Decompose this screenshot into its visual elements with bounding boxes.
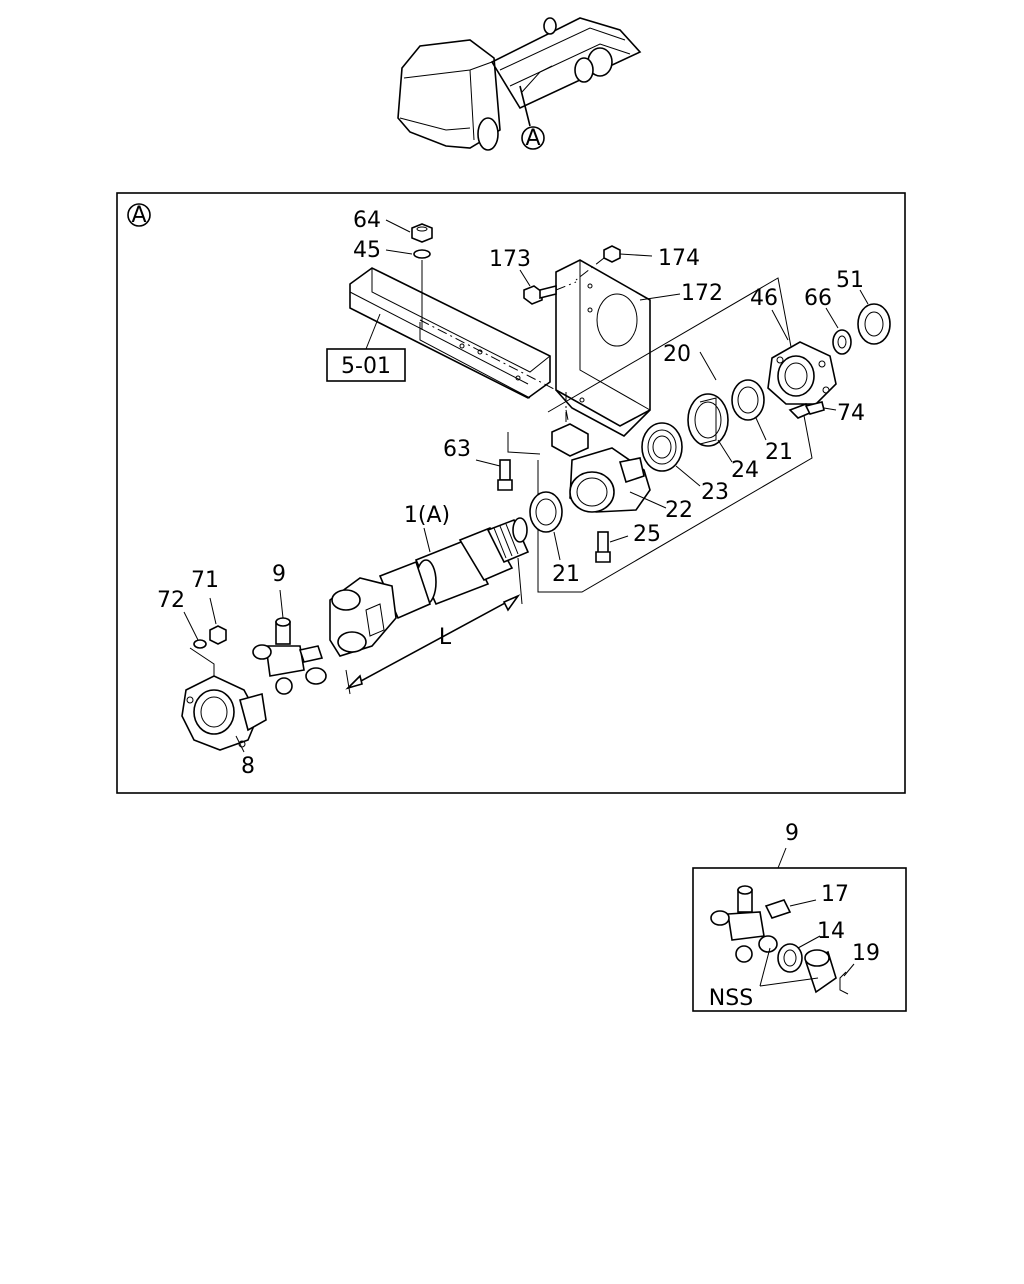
inset-callout-19: 19	[852, 941, 880, 966]
callout-label-25: 25	[633, 522, 661, 547]
callout-label-9: 9	[272, 562, 286, 587]
frame-rail-illustration	[349, 267, 551, 399]
callout-label-1A: 1(A)	[404, 503, 450, 528]
inset-universal-joint-cross	[710, 885, 778, 963]
washer-part-72	[193, 639, 207, 649]
nut-part-174	[603, 245, 621, 263]
dimension-L-indicator	[345, 557, 523, 695]
callout-label-46: 46	[750, 286, 778, 311]
center-bearing-housing-22	[551, 423, 651, 513]
callout-label-74: 74	[837, 401, 865, 426]
detail-callout-symbol: A	[131, 203, 146, 228]
bolt-part-74	[788, 401, 825, 419]
nut-part-51	[857, 303, 891, 345]
callout-label-21-upper: 21	[765, 440, 793, 465]
inset-callout-14: 14	[817, 919, 845, 944]
inset-nss-label: NSS	[709, 986, 753, 1011]
inset-callout-17: 17	[821, 882, 849, 907]
inset-snap-ring-19	[839, 971, 849, 995]
bolt-part-173	[523, 284, 557, 305]
bracket-part-172	[555, 259, 651, 437]
callout-label-173: 173	[489, 247, 531, 272]
callout-label-64: 64	[353, 208, 381, 233]
inset-seal-14	[777, 943, 803, 973]
bearing-part-23	[641, 422, 683, 472]
callout-label-20: 20	[663, 342, 691, 367]
callout-label-172: 172	[681, 281, 723, 306]
callout-label-71: 71	[191, 568, 219, 593]
washer-part-66	[832, 329, 852, 355]
truck-callout-symbol: A	[525, 126, 540, 151]
universal-joint-part-9	[252, 617, 327, 695]
callout-label-45: 45	[353, 238, 381, 263]
propeller-shaft-part-1A	[329, 517, 530, 657]
bearing-assembly-group-20	[537, 277, 813, 593]
bolt-part-63	[497, 459, 513, 491]
main-detail-frame	[116, 192, 906, 794]
flange-yoke-part-8	[181, 675, 267, 751]
callout-label-24: 24	[731, 458, 759, 483]
callout-label-8: 8	[241, 754, 255, 779]
dimension-label: L	[439, 625, 452, 650]
flange-part-21-upper	[731, 379, 765, 421]
callout-label-66: 66	[804, 286, 832, 311]
seal-part-24	[687, 393, 729, 447]
inset-title: 9	[785, 821, 799, 846]
universal-joint-detail-inset	[692, 867, 907, 1012]
companion-flange-part-46	[767, 341, 837, 405]
reference-box-label: 5-01	[341, 354, 391, 379]
callout-label-51: 51	[836, 268, 864, 293]
washer-part-45	[413, 249, 431, 259]
callout-label-72: 72	[157, 588, 185, 613]
callout-label-174: 174	[658, 246, 700, 271]
truck-overview-illustration: A	[397, 17, 642, 151]
callout-label-21-lower: 21	[552, 562, 580, 587]
nut-part-64	[411, 223, 433, 243]
flange-part-21-lower	[529, 491, 563, 533]
callout-label-23: 23	[701, 480, 729, 505]
callout-label-22: 22	[665, 498, 693, 523]
inset-bearing-cup	[804, 949, 837, 994]
detail-callout-circle	[127, 203, 151, 227]
inset-grease-nipple-17	[764, 899, 792, 919]
nut-part-71	[209, 625, 227, 645]
bolt-part-25	[595, 531, 611, 563]
callout-label-63: 63	[443, 437, 471, 462]
